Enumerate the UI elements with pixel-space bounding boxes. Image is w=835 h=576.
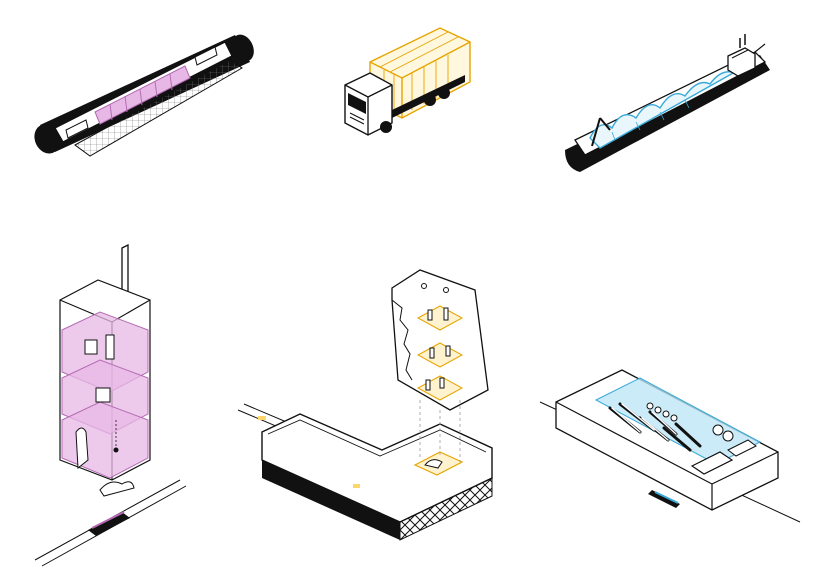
tower-icon — [34, 243, 187, 567]
yard-icon — [539, 369, 801, 523]
vertical-sorting-tower — [34, 243, 187, 567]
building-icon — [237, 269, 493, 541]
low-rise-facility-with-annex — [237, 269, 493, 541]
subway-train-tunnel — [34, 34, 254, 157]
train-icon — [34, 34, 254, 157]
cargo-barge — [565, 34, 770, 172]
garbage-truck — [344, 27, 471, 136]
truck-icon — [344, 27, 471, 136]
open-sorting-yard — [539, 369, 801, 523]
ship-icon — [565, 34, 770, 172]
